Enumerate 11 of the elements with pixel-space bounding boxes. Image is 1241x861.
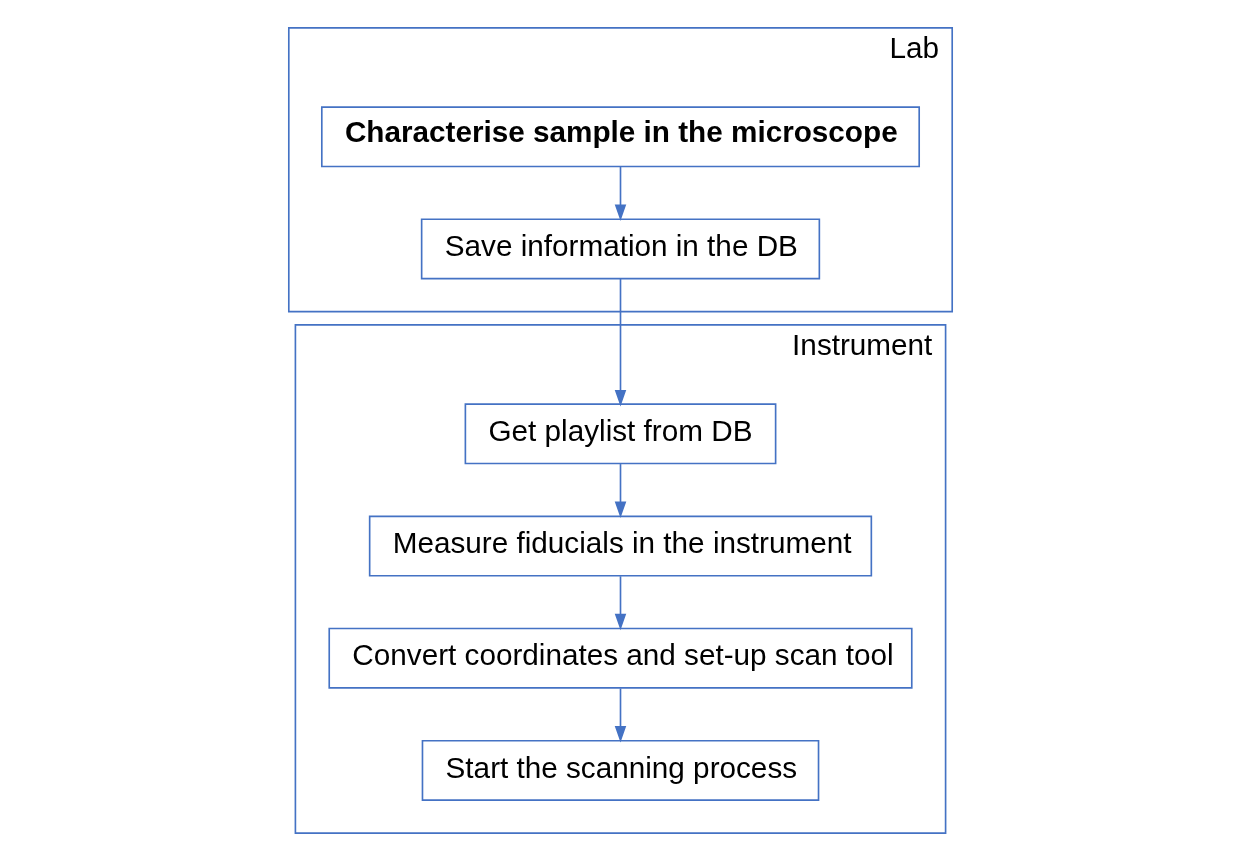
node-box: Convert coordinates and set-up scan tool (328, 627, 913, 689)
arrow (614, 575, 627, 631)
node-box: Save information in the DB (420, 218, 821, 280)
node-box: Start the scanning process (421, 739, 820, 801)
arrow (614, 278, 627, 407)
node-box: Get playlist from DB (464, 403, 777, 465)
arrow (614, 166, 627, 222)
arrow (614, 687, 627, 743)
arrow (614, 463, 627, 519)
node-box: Characterise sample in the microscope (321, 106, 920, 168)
node-box: Measure fiducials in the instrument (368, 515, 873, 577)
